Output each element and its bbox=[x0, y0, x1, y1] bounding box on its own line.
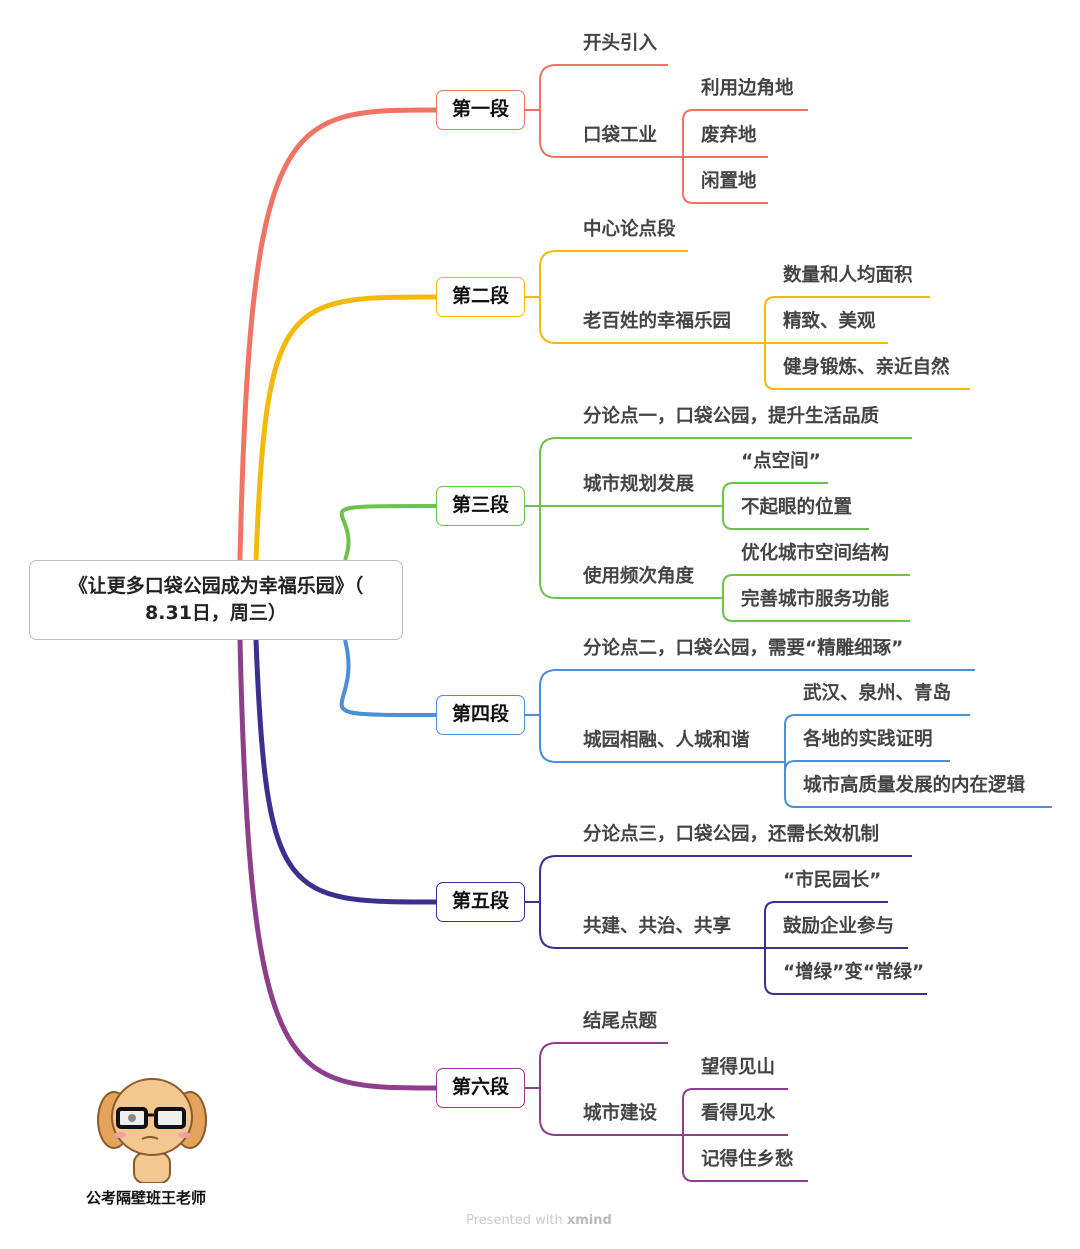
subtopic[interactable]: 分论点三，口袋公园，还需长效机制 bbox=[583, 824, 880, 845]
leaf-connector bbox=[764, 296, 930, 343]
branch-topic-1[interactable]: 第一段 bbox=[436, 90, 525, 130]
branch-connector bbox=[253, 294, 437, 561]
subtopic-connector bbox=[539, 506, 723, 599]
branch-connector bbox=[253, 639, 437, 905]
leaf-connector bbox=[764, 901, 888, 948]
leaf-topic[interactable]: 闲置地 bbox=[701, 171, 757, 192]
leaf-connector bbox=[784, 760, 950, 772]
subtopic[interactable]: 共建、共治、共享 bbox=[583, 916, 732, 937]
credit-prefix: Presented with bbox=[466, 1213, 567, 1228]
subtopic-connector bbox=[539, 902, 765, 949]
subtopic[interactable]: 城园相融、人城和谐 bbox=[583, 730, 750, 751]
leaf-topic[interactable]: 武汉、泉州、青岛 bbox=[803, 683, 952, 704]
leaf-topic[interactable]: 数量和人均面积 bbox=[783, 265, 913, 286]
subtopic[interactable]: 中心论点段 bbox=[583, 219, 676, 240]
credit-brand: xmind bbox=[566, 1213, 612, 1228]
leaf-connector bbox=[722, 598, 910, 622]
subtopic[interactable]: 开头引入 bbox=[583, 33, 658, 54]
leaf-topic[interactable]: 记得住乡愁 bbox=[701, 1149, 794, 1170]
subtopic-connector bbox=[539, 1042, 668, 1088]
subtopic-connector bbox=[539, 297, 765, 344]
leaf-topic[interactable]: 望得见山 bbox=[701, 1057, 776, 1078]
subtopic-connector bbox=[539, 64, 668, 110]
leaf-topic[interactable]: 废弃地 bbox=[701, 125, 757, 146]
root-topic[interactable]: 《让更多口袋公园成为幸福乐园》（ 8.31日，周三） bbox=[29, 560, 403, 640]
leaf-connector bbox=[682, 109, 808, 157]
branch-topic-2[interactable]: 第二段 bbox=[436, 277, 525, 317]
xmind-credit: Presented with xmind bbox=[466, 1213, 612, 1228]
branch-topic-5[interactable]: 第五段 bbox=[436, 882, 525, 922]
mascot-dog-icon bbox=[97, 1078, 207, 1183]
leaf-connector bbox=[722, 574, 910, 598]
branch-connector bbox=[339, 504, 437, 561]
leaf-topic[interactable]: 优化城市空间结构 bbox=[741, 543, 890, 564]
leaf-topic[interactable]: 城市高质量发展的内在逻辑 bbox=[803, 775, 1026, 796]
leaf-topic[interactable]: 完善城市服务功能 bbox=[741, 589, 890, 610]
leaf-connector bbox=[722, 506, 869, 530]
leaf-connector bbox=[682, 1088, 788, 1135]
subtopic-connector bbox=[539, 250, 688, 297]
subtopic-connector bbox=[539, 110, 683, 158]
leaf-topic[interactable]: “市民园长” bbox=[783, 870, 882, 891]
subtopic[interactable]: 老百姓的幸福乐园 bbox=[583, 311, 732, 332]
author-name: 公考隔壁班王老师 bbox=[86, 1189, 207, 1207]
subtopic-connector bbox=[539, 715, 785, 763]
leaf-topic[interactable]: 各地的实践证明 bbox=[803, 729, 933, 750]
leaf-topic[interactable]: “增绿”变“常绿” bbox=[783, 962, 925, 983]
subtopic[interactable]: 结尾点题 bbox=[583, 1011, 658, 1032]
leaf-connector bbox=[784, 762, 1052, 808]
leaf-connector bbox=[764, 343, 970, 390]
branch-connector bbox=[237, 107, 437, 561]
subtopic[interactable]: 分论点一，口袋公园，提升生活品质 bbox=[583, 406, 880, 427]
subtopic-connector bbox=[539, 855, 912, 902]
leaf-connector bbox=[722, 482, 828, 506]
subtopic[interactable]: 口袋工业 bbox=[583, 125, 658, 146]
subtopic[interactable]: 使用频次角度 bbox=[583, 566, 695, 587]
leaf-topic[interactable]: 利用边角地 bbox=[701, 78, 794, 99]
root-title: 《让更多口袋公园成为幸福乐园》（ bbox=[68, 575, 364, 597]
subtopic[interactable]: 城市规划发展 bbox=[583, 474, 695, 495]
leaf-topic[interactable]: 鼓励企业参与 bbox=[783, 916, 895, 937]
branch-topic-6[interactable]: 第六段 bbox=[436, 1068, 525, 1108]
branch-connector bbox=[237, 639, 437, 1091]
branch-connector bbox=[339, 639, 437, 717]
leaf-topic[interactable]: 看得见水 bbox=[701, 1103, 776, 1124]
leaf-connector bbox=[682, 1135, 808, 1182]
root-date: 8.31日，周三） bbox=[145, 602, 287, 624]
branch-topic-3[interactable]: 第三段 bbox=[436, 486, 525, 526]
subtopic-connector bbox=[539, 437, 912, 506]
leaf-connector bbox=[682, 157, 768, 204]
branch-topic-4[interactable]: 第四段 bbox=[436, 695, 525, 735]
subtopic-connector bbox=[539, 1088, 683, 1136]
leaf-topic[interactable]: “点空间” bbox=[741, 451, 821, 472]
leaf-topic[interactable]: 不起眼的位置 bbox=[741, 497, 853, 518]
leaf-topic[interactable]: 健身锻炼、亲近自然 bbox=[783, 357, 950, 378]
leaf-connector bbox=[764, 948, 927, 995]
subtopic[interactable]: 城市建设 bbox=[583, 1103, 658, 1124]
subtopic[interactable]: 分论点二，口袋公园，需要“精雕细琢” bbox=[583, 638, 904, 659]
leaf-connector bbox=[784, 714, 970, 762]
subtopic-connector bbox=[539, 669, 975, 715]
leaf-topic[interactable]: 精致、美观 bbox=[783, 311, 876, 332]
